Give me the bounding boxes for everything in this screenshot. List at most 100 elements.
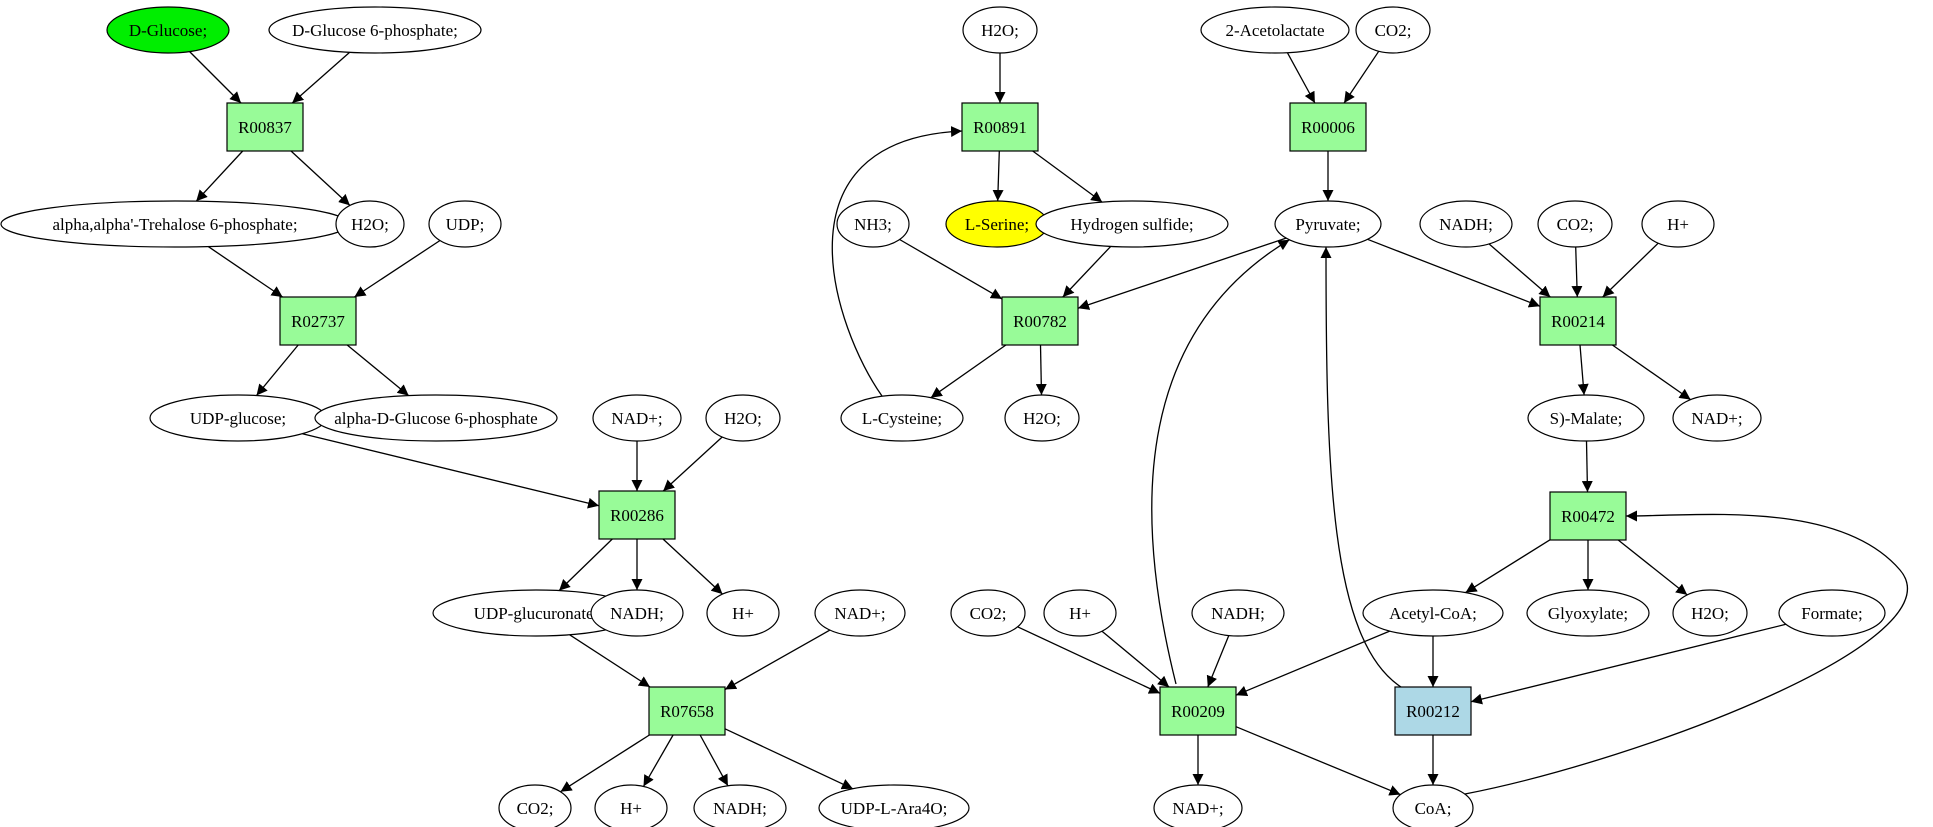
reaction-node-R00837: R00837 (226, 102, 304, 152)
metabolite-ellipse (840, 394, 964, 442)
edge-h2o_b-to-R00286 (662, 436, 723, 492)
reaction-box (1001, 296, 1079, 346)
metabolite-node-nadp_d: NAD+; (1153, 784, 1243, 827)
node-label: CoA; (1415, 799, 1452, 818)
node-label: L-Serine; (965, 215, 1029, 234)
metabolite-node-udp: UDP; (428, 200, 502, 248)
metabolite-ellipse (590, 589, 684, 637)
edge-R00891-to-h2s (1032, 150, 1103, 203)
node-label: R00286 (610, 506, 664, 525)
metabolite-ellipse (950, 589, 1026, 637)
edge-R02737-to-adg6p (346, 344, 410, 397)
reaction-box (1159, 686, 1237, 736)
metabolite-node-lcys: L-Cysteine; (840, 394, 964, 442)
metabolite-node-acl: 2-Acetolactate (1200, 6, 1350, 54)
metabolite-node-nadh_b: NADH; (693, 784, 787, 827)
reaction-node-R00209: R00209 (1159, 686, 1237, 736)
edge-hp_d-to-R00209 (1101, 630, 1170, 688)
edge-smal-to-R00472 (1581, 440, 1593, 493)
reaction-node-R02737: R02737 (279, 296, 357, 346)
edge-R00209-to-coa (1235, 726, 1401, 796)
edge-accoa-to-R00209 (1235, 630, 1390, 697)
edge-R02737-to-udpglc (255, 344, 299, 396)
edge-form-to-R00212 (1470, 623, 1787, 705)
node-label: alpha,alpha'-Trehalose 6-phosphate; (52, 215, 297, 234)
metabolite-ellipse (1200, 6, 1350, 54)
metabolite-ellipse (592, 394, 682, 442)
metabolite-node-hp_c: H+ (1641, 200, 1715, 248)
metabolite-node-form: Formate; (1778, 589, 1886, 637)
node-label: alpha-D-Glucose 6-phosphate (334, 409, 537, 428)
node-label: UDP-glucose; (190, 409, 286, 428)
metabolite-node-nadp_a: NAD+; (592, 394, 682, 442)
metabolite-ellipse (1419, 200, 1513, 248)
edge-R00837-to-tre6p (195, 150, 244, 202)
edge-nadh_d-to-R00209 (1206, 635, 1230, 688)
metabolite-ellipse (1043, 589, 1117, 637)
metabolite-node-h2o_c: H2O; (962, 6, 1038, 54)
edge-udpglc-to-R00286 (302, 433, 600, 509)
node-label: R00472 (1561, 507, 1615, 526)
metabolite-ellipse (335, 200, 405, 248)
metabolite-ellipse (314, 394, 558, 442)
metabolite-node-nh3: NH3; (836, 200, 910, 248)
metabolite-node-hp_b: H+ (594, 784, 668, 827)
metabolite-node-co2_d: CO2; (950, 589, 1026, 637)
metabolite-node-hp_a: H+ (706, 589, 780, 637)
metabolite-ellipse (106, 6, 230, 54)
edge-tre6p-to-R02737 (207, 246, 283, 298)
metabolite-ellipse (498, 784, 572, 827)
metabolite-node-g6p: D-Glucose 6-phosphate; (268, 6, 482, 54)
nodes-layer: D-Glucose; D-Glucose 6-phosphate; R00837 al… (0, 6, 1886, 827)
metabolite-ellipse (706, 589, 780, 637)
metabolite-ellipse (1153, 784, 1243, 827)
node-label: NAD+; (1172, 799, 1223, 818)
node-label: NADH; (713, 799, 767, 818)
node-label: Acetyl-CoA; (1389, 604, 1477, 623)
metabolite-ellipse (1191, 589, 1285, 637)
edge-g6p-to-R00837 (291, 51, 351, 104)
reaction-node-R00891: R00891 (961, 102, 1039, 152)
metabolite-node-dglucose: D-Glucose; (106, 6, 230, 54)
reaction-box (1289, 102, 1367, 152)
node-label: CO2; (970, 604, 1007, 623)
edge-nadp_b-to-R07658 (724, 629, 831, 691)
edge-udpgca-to-R07658 (569, 634, 651, 688)
metabolite-ellipse (1672, 589, 1748, 637)
metabolite-node-co2_b: CO2; (1355, 6, 1431, 54)
node-label: Pyruvate; (1295, 215, 1360, 234)
node-label: D-Glucose; (129, 21, 207, 40)
reaction-node-R00472: R00472 (1549, 491, 1627, 541)
metabolite-node-pyr: Pyruvate; (1274, 200, 1382, 248)
node-label: R00006 (1301, 118, 1355, 137)
reaction-node-R00286: R00286 (598, 490, 676, 540)
node-label: Glyoxylate; (1548, 604, 1628, 623)
reaction-node-R00782: R00782 (1001, 296, 1079, 346)
edge-R00782-to-h2o_d (1035, 344, 1047, 396)
node-label: R02737 (291, 312, 345, 331)
metabolite-node-co2_a: CO2; (498, 784, 572, 827)
metabolite-ellipse (1672, 394, 1762, 442)
node-label: NH3; (854, 215, 892, 234)
edge-R07658-to-hp_b (642, 734, 674, 787)
metabolite-ellipse (836, 200, 910, 248)
edge-R00209-to-pyr (1151, 239, 1290, 685)
edge-h2s-to-R00782 (1062, 245, 1112, 298)
metabolite-node-udpara: UDP-L-Ara4O; (818, 784, 970, 827)
node-label: H+ (1069, 604, 1091, 623)
metabolite-ellipse (1778, 589, 1886, 637)
metabolite-node-lser: L-Serine; (945, 200, 1049, 248)
metabolite-node-tre6p: alpha,alpha'-Trehalose 6-phosphate; (0, 200, 350, 248)
edge-udp-to-R02737 (354, 239, 441, 298)
edge-R07658-to-nadh_b (699, 734, 729, 787)
edge-R00837-to-h2o_a (290, 150, 351, 206)
metabolite-node-h2s: Hydrogen sulfide; (1035, 200, 1229, 248)
edge-R00472-to-h2o_e (1617, 539, 1688, 596)
node-label: H2O; (724, 409, 762, 428)
metabolite-node-h2o_e: H2O; (1672, 589, 1748, 637)
metabolite-ellipse (594, 784, 668, 827)
edge-R07658-to-co2_a (560, 734, 650, 793)
metabolite-ellipse (1392, 784, 1474, 827)
metabolite-node-nadh_d: NADH; (1191, 589, 1285, 637)
metabolite-ellipse (693, 784, 787, 827)
